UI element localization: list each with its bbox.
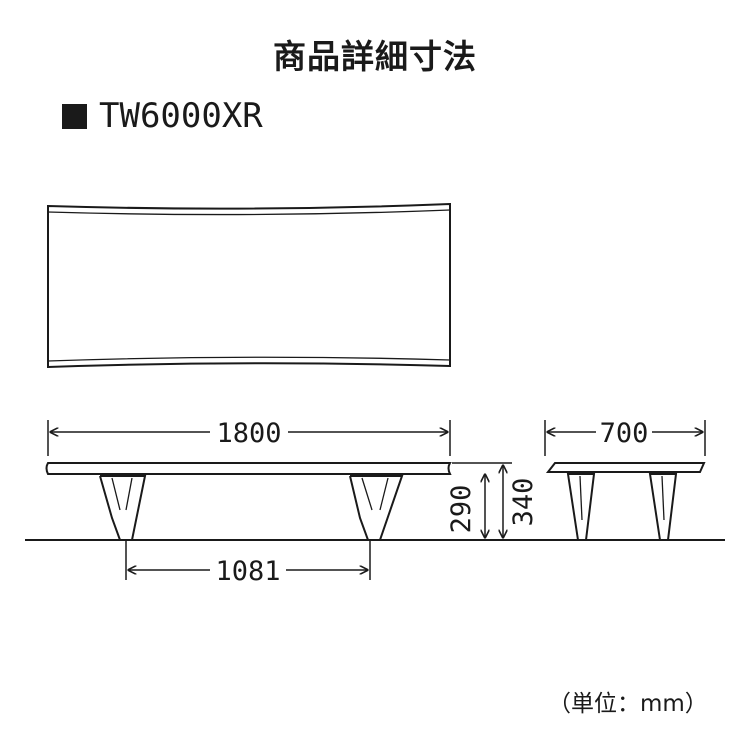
dim-leg-height-label: 290 xyxy=(446,485,477,534)
front-left-leg-inner xyxy=(111,477,133,511)
front-view xyxy=(45,462,452,541)
model-number: TW6000XR xyxy=(99,96,263,136)
top-view-tabletop xyxy=(47,202,451,369)
dim-height-lines xyxy=(452,462,512,538)
side-tabletop xyxy=(545,462,706,473)
dim-depth-lines xyxy=(544,420,706,456)
side-right-leg xyxy=(648,473,678,541)
side-view xyxy=(545,462,706,541)
side-left-leg xyxy=(566,473,596,541)
front-left-leg xyxy=(99,475,147,541)
front-right-leg xyxy=(349,475,404,541)
front-right-leg-inner xyxy=(361,477,389,511)
model-heading: TW6000XR xyxy=(62,92,263,140)
dim-depth-label: 700 xyxy=(600,418,649,449)
page-title: 商品詳細寸法 xyxy=(273,37,477,76)
front-tabletop xyxy=(45,462,452,475)
dim-overall-length-label: 1800 xyxy=(216,418,281,449)
unit-note: （単位：mm） xyxy=(548,691,708,717)
dim-leg-span-label: 1081 xyxy=(215,556,280,587)
dim-overall-length-lines xyxy=(47,420,451,456)
dim-total-height-label: 340 xyxy=(508,478,539,527)
dim-leg-span-lines xyxy=(125,540,371,580)
black-square-icon xyxy=(62,103,87,129)
